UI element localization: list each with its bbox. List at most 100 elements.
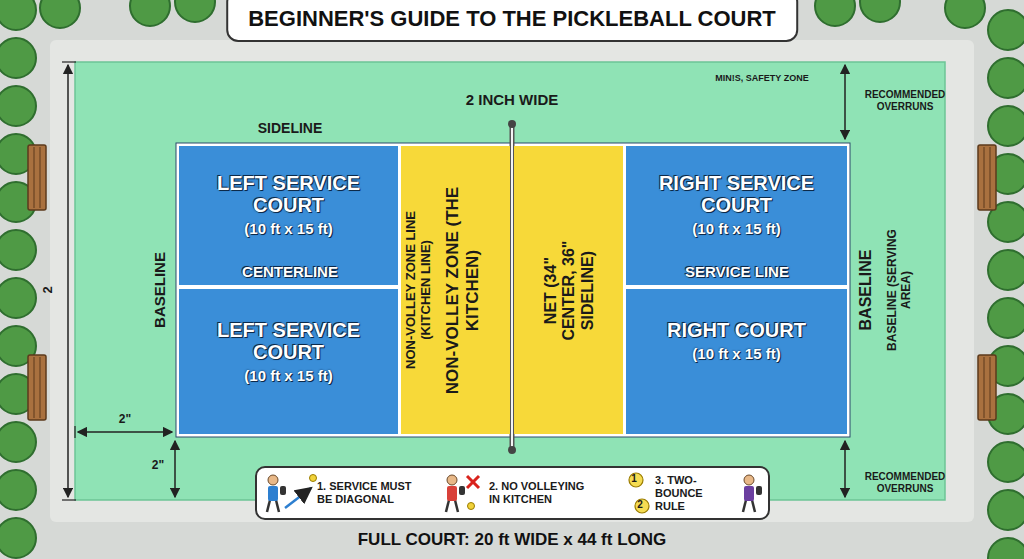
- zone-label: NON-VOLLEY ZONE LINE (KITCHEN LINE): [404, 190, 434, 390]
- court-name: RIGHT SERVICE COURT: [642, 172, 832, 216]
- court-name: LEFT SERVICE COURT: [194, 172, 384, 216]
- tree: [988, 490, 1024, 530]
- ball: [310, 475, 317, 482]
- tree: [0, 86, 36, 126]
- dimension-label: 2": [152, 459, 164, 473]
- bounce-number: 2: [637, 499, 643, 511]
- line-name: BASELINE: [151, 252, 168, 328]
- bench-slat: [984, 147, 985, 208]
- tree: [175, 0, 215, 22]
- bounce-ball: [629, 473, 643, 487]
- tree: [0, 0, 36, 30]
- rule-text: 1. SERVICE MUST BE DIAGONAL: [317, 480, 412, 506]
- zone-label: NON-VOLLEY ZONE (THE KITCHEN): [443, 185, 482, 395]
- dimension-line: [78, 431, 172, 433]
- ball: [468, 503, 475, 510]
- no-mark: [467, 476, 479, 488]
- line-name: SIDELINE: [258, 120, 323, 136]
- line-name: CENTERLINE: [242, 263, 338, 280]
- kitchen-zone: NON-VOLLEY ZONE LINE (KITCHEN LINE) NON-V…: [401, 146, 510, 434]
- tree: [40, 0, 80, 28]
- court-size: (10 ft x 15 ft): [692, 220, 780, 238]
- leg: [446, 500, 449, 512]
- rule-text: 2. NO VOLLEYING IN KITCHEN: [489, 480, 589, 506]
- net-post: [508, 446, 516, 454]
- dimension-line: [844, 441, 846, 497]
- service-court: RIGHT COURT(10 ft x 15 ft): [626, 289, 847, 434]
- rule-text: 3. TWO-BOUNCE RULE: [655, 474, 735, 513]
- court-size: (10 ft x 15 ft): [692, 345, 780, 363]
- bench: [28, 355, 46, 420]
- tree: [0, 38, 36, 78]
- service-court: LEFT SERVICE COURT (10 ft x 15 ft): [179, 289, 398, 434]
- bench: [28, 145, 46, 210]
- dimension-line: [67, 65, 69, 497]
- tree: [0, 278, 36, 318]
- serve-arrow: [285, 488, 311, 508]
- tree: [945, 0, 985, 28]
- line-name: BASELINE (SERVING AREA): [886, 225, 914, 355]
- tree: [988, 538, 1024, 559]
- walkway: [50, 40, 974, 522]
- bounce-number: 1: [631, 473, 637, 485]
- leg: [267, 500, 270, 512]
- overrun-note: RECOMMENDED OVERRUNS: [860, 471, 950, 494]
- bench-slat: [34, 147, 35, 208]
- zone-note: MIN!S, SAFETY ZONE: [715, 73, 808, 83]
- court-size: (10 ft x 15 ft): [244, 367, 332, 385]
- paddle: [756, 486, 762, 495]
- safety-zone: [75, 62, 945, 500]
- head: [447, 475, 457, 485]
- caption: FULL COURT: 20 ft WIDE x 44 ft LONG: [0, 530, 1024, 550]
- dimension-tick: [62, 61, 76, 62]
- torso: [744, 486, 754, 501]
- bounce-ball: [635, 499, 649, 513]
- head: [744, 475, 754, 485]
- leg: [752, 500, 755, 512]
- no-mark: [467, 476, 479, 488]
- zone-label: NET (34" CENTER, 36" SIDELINE): [541, 228, 596, 353]
- tree: [988, 250, 1024, 290]
- bench: [978, 355, 996, 420]
- court-size: (10 ft x 15 ft): [244, 220, 332, 238]
- tree: [860, 0, 900, 22]
- head: [268, 475, 278, 485]
- line-name: SERVICE LINE: [685, 263, 789, 280]
- dimension-label: 2: [41, 286, 56, 293]
- torso: [447, 486, 457, 501]
- bench-slat: [990, 147, 991, 208]
- net-post: [508, 120, 516, 128]
- dimension-label: 2 INCH WIDE: [466, 91, 559, 108]
- tree: [0, 422, 36, 462]
- dimension-label: 2": [119, 413, 131, 427]
- line-name: BASELINE: [857, 250, 875, 331]
- dimension-tick: [62, 499, 76, 500]
- net-zone: NET (34" CENTER, 36" SIDELINE): [514, 146, 623, 434]
- torso: [268, 486, 278, 501]
- bench-slat: [984, 357, 985, 418]
- bench-slat: [40, 357, 41, 418]
- tree: [988, 10, 1024, 50]
- bench: [978, 145, 996, 210]
- tree: [815, 0, 855, 26]
- title-banner: BEGINNER'S GUIDE TO THE PICKLEBALL COURT: [226, 0, 798, 42]
- overrun-note: RECOMMENDED OVERRUNS: [860, 89, 950, 112]
- tree: [988, 58, 1024, 98]
- tree: [988, 106, 1024, 146]
- rules-box: 1. SERVICE MUST BE DIAGONAL 2. NO VOLLEYI…: [255, 466, 770, 520]
- tree: [988, 298, 1024, 338]
- leg: [743, 500, 746, 512]
- leg: [455, 500, 458, 512]
- tree: [0, 230, 36, 270]
- tree: [0, 470, 36, 510]
- leg: [276, 500, 279, 512]
- bench-slat: [990, 357, 991, 418]
- paddle: [280, 486, 286, 495]
- court-name: LEFT SERVICE COURT: [194, 319, 384, 363]
- dimension-tick: [74, 426, 75, 438]
- net: [511, 124, 513, 450]
- bench-slat: [34, 357, 35, 418]
- tree: [988, 442, 1024, 482]
